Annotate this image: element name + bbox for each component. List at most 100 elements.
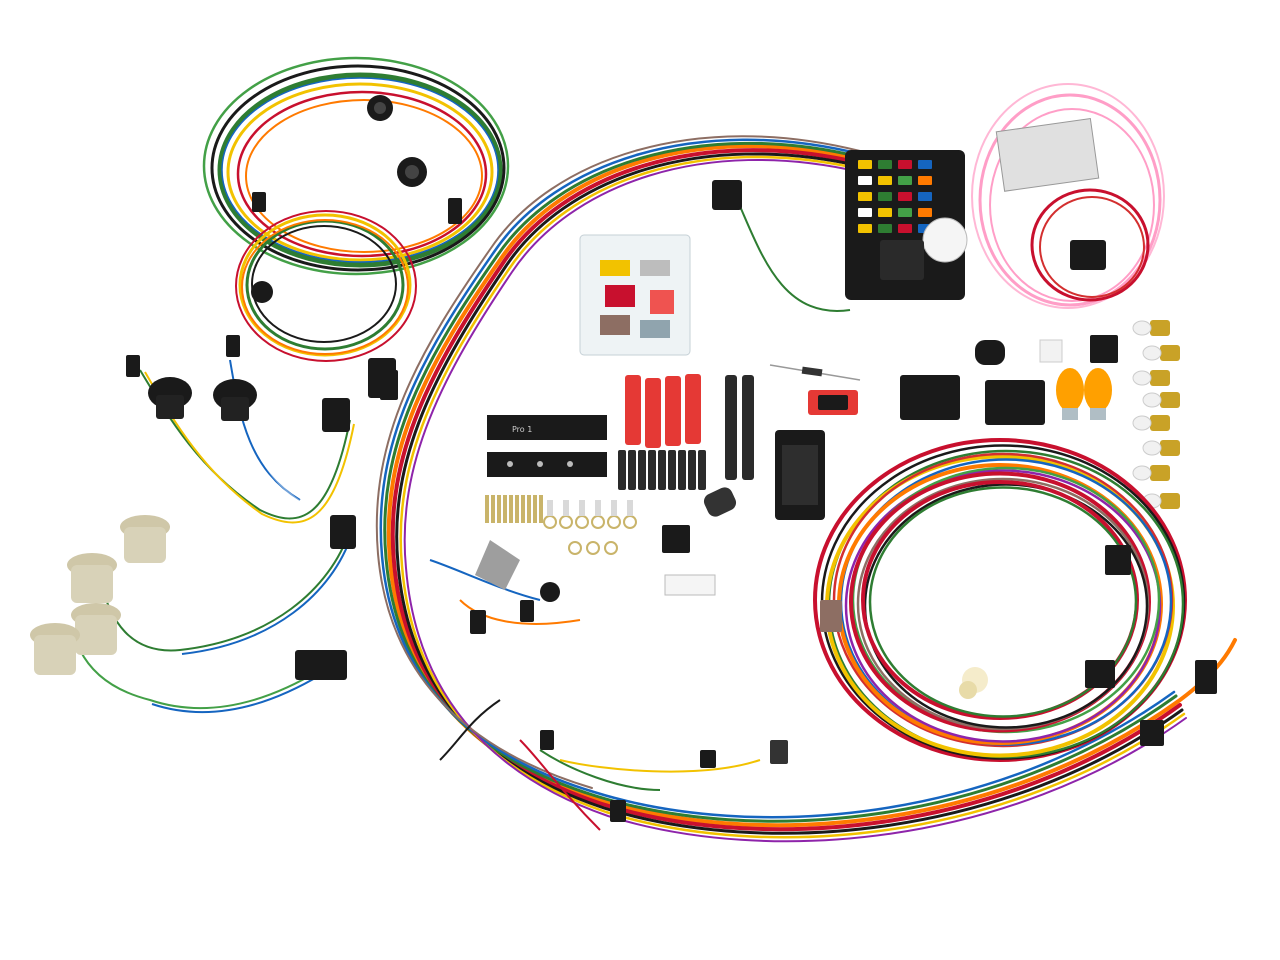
trunk-connector-3 xyxy=(540,730,554,750)
grommet xyxy=(540,582,560,602)
left-connector-4 xyxy=(368,358,396,398)
connector-block-b xyxy=(252,192,266,212)
diode xyxy=(769,364,861,381)
ring-terminal xyxy=(586,541,600,555)
bulb-base xyxy=(1160,440,1180,456)
blade-fuse xyxy=(878,192,892,201)
ring-terminals xyxy=(485,495,637,555)
module-label: Pro 1 xyxy=(512,425,532,434)
shrink-tube xyxy=(668,450,676,490)
coiled-harness-right xyxy=(813,438,1187,762)
small-heat-shrink xyxy=(618,450,706,490)
blade-fuse xyxy=(898,160,912,169)
blade-fuse xyxy=(918,176,932,185)
blade-fuse xyxy=(858,176,872,185)
black-socket-left-2 xyxy=(213,379,257,421)
trunk-connector-4 xyxy=(770,740,788,764)
blade-fuse xyxy=(918,160,932,169)
gray-connector-boot xyxy=(475,540,520,590)
white-multi-pin-plug xyxy=(664,574,716,596)
blade-fuse xyxy=(878,160,892,169)
connector-cluster-1 xyxy=(900,375,960,420)
terminal-barrel xyxy=(595,500,601,516)
bulb-base xyxy=(1160,493,1180,509)
connector-block-a xyxy=(448,198,462,224)
beige-socket-3 xyxy=(71,603,121,655)
terminal-barrel xyxy=(611,500,617,516)
ring-terminal xyxy=(543,515,557,529)
black-socket-left-1 xyxy=(148,377,192,419)
right-coil-connector-2 xyxy=(1085,660,1115,688)
bulb-base xyxy=(1150,370,1170,386)
blade-fuse xyxy=(878,208,892,217)
small-plug-2 xyxy=(226,335,240,357)
amber-bulbs xyxy=(1056,368,1112,420)
bulb-base xyxy=(1150,320,1170,336)
trunk-breakout-wires xyxy=(429,559,761,831)
coiled-harness-inner-ring xyxy=(235,210,417,362)
beige-socket-2 xyxy=(67,553,117,603)
ring-terminal xyxy=(623,515,637,529)
right-coil-connector-4 xyxy=(820,600,842,632)
left-connector-2 xyxy=(330,515,356,549)
bulb-base xyxy=(1160,392,1180,408)
spade-terminal xyxy=(515,495,519,523)
blade-fuse xyxy=(858,192,872,201)
spade-terminal xyxy=(533,495,537,523)
terminal-barrel xyxy=(627,500,633,516)
spade-terminal xyxy=(497,495,501,523)
right-coil-connector-3 xyxy=(1195,660,1217,694)
coil-wire xyxy=(868,486,1138,718)
bulb-base xyxy=(1160,345,1180,361)
shrink-tube xyxy=(678,450,686,490)
spade-terminal xyxy=(539,495,543,523)
ring-terminal xyxy=(591,515,605,529)
black-plug-top xyxy=(712,180,742,210)
left-connector-3 xyxy=(295,650,347,680)
ring-terminal xyxy=(559,515,573,529)
spade-terminal xyxy=(503,495,507,523)
right-coil-connector-1 xyxy=(1105,545,1131,575)
trunk-connector-5 xyxy=(610,800,626,822)
u-bracket xyxy=(662,525,690,553)
fuse-holder xyxy=(1070,240,1106,270)
bulkhead-connector xyxy=(775,430,825,520)
terminal-barrel xyxy=(563,500,569,516)
blade-fuse xyxy=(918,192,932,201)
bulb-glass xyxy=(1142,440,1162,456)
bulb-glass xyxy=(1132,465,1152,481)
right-coil-connector-5 xyxy=(1140,720,1164,746)
ring-terminal xyxy=(575,515,589,529)
blade-fuse xyxy=(898,192,912,201)
bulb-glass xyxy=(1132,370,1152,386)
small-black-pair xyxy=(1090,335,1118,363)
terminal-barrel xyxy=(579,500,585,516)
blade-fuse xyxy=(858,224,872,233)
spade-terminal xyxy=(527,495,531,523)
circuit-module-2 xyxy=(487,452,607,477)
black-heat-shrink xyxy=(725,375,754,480)
round-connector-c xyxy=(251,281,273,303)
fuse-block-lead xyxy=(734,194,851,312)
shrink-tube xyxy=(698,450,706,490)
blade-fuse xyxy=(898,176,912,185)
blade-fuse xyxy=(878,176,892,185)
shrink-tube xyxy=(638,450,646,490)
ring-terminal xyxy=(604,541,618,555)
parts-tray xyxy=(579,234,691,356)
spade-terminal xyxy=(485,495,489,523)
indicator-bulbs xyxy=(1132,320,1180,509)
trunk-connector-2 xyxy=(470,610,486,634)
shrink-tube xyxy=(658,450,666,490)
round-connector-b xyxy=(397,157,427,187)
spade-terminal xyxy=(521,495,525,523)
circuit-module-1: Pro 1 xyxy=(487,415,607,440)
blade-fuses xyxy=(858,160,932,233)
bulb-base xyxy=(1150,415,1170,431)
bulb-glass xyxy=(1142,392,1162,408)
beige-socket-4 xyxy=(30,623,80,675)
ring-terminal xyxy=(607,515,621,529)
flasher-can xyxy=(922,217,968,263)
main-trunk-harness xyxy=(375,135,1237,843)
